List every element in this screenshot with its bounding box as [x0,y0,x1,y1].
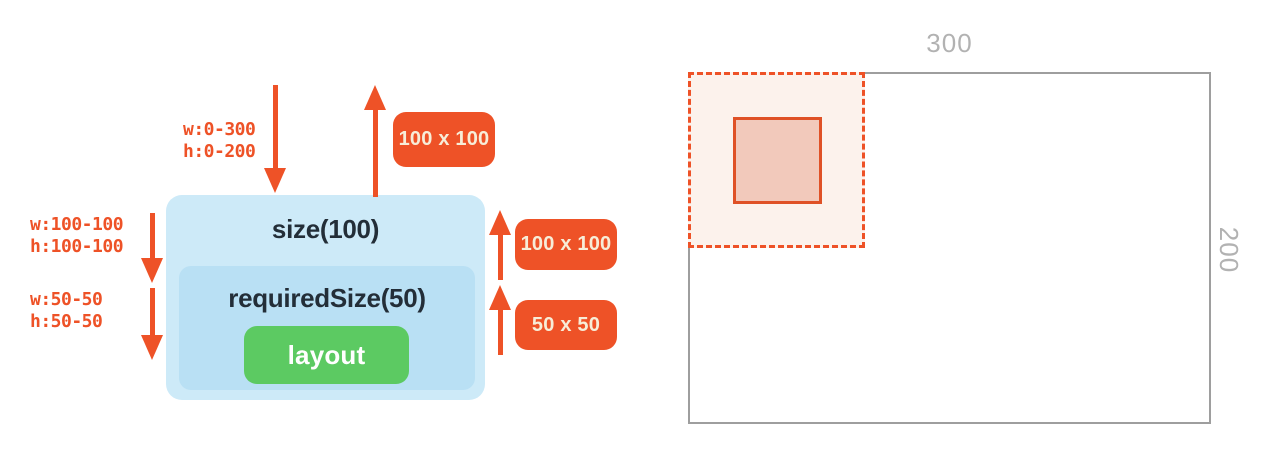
incoming-constraints-height: h:0-200 [183,141,256,162]
arrow-head-up-icon [489,285,511,310]
measured-size-up-arrow-size [489,210,511,280]
arrow-shaft [497,235,503,280]
arrow-shaft [272,85,278,168]
arrow-shaft [372,110,378,197]
result-figure-panel: 300 200 [640,0,1280,462]
measured-size-badge-required: 50 x 50 [515,300,617,350]
required-constraints-width: w:50-50 [30,289,103,310]
arrow-head-down-icon [141,335,163,360]
measured-size-up-arrow-root [364,85,386,197]
incoming-constraints-arrow [264,85,286,193]
size-modifier-label: size(100) [271,214,380,244]
required-size-modifier-label: requiredSize(50) [228,283,426,313]
arrow-shaft [149,213,155,258]
arrow-head-down-icon [264,168,286,193]
layout-node-label: layout [287,339,366,370]
width-dimension-label: 300 [926,28,973,58]
arrow-head-up-icon [364,85,386,110]
measured-content-rect [733,117,822,204]
size-constraints-width: w:100-100 [30,214,124,235]
measured-size-badge-size: 100 x 100 [515,219,617,270]
incoming-constraints-width: w:0-300 [183,119,256,140]
arrow-head-up-icon [489,210,511,235]
layout-node: layout [244,326,409,384]
size-constraints-height: h:100-100 [30,236,124,257]
measured-size-badge-root: 100 x 100 [393,112,495,167]
arrow-head-down-icon [141,258,163,283]
required-constraints-arrow [141,288,163,360]
required-constraints-height: h:50-50 [30,311,103,332]
modifier-chain-panel: size(100) requiredSize(50) layout w:0-30… [30,85,617,400]
height-dimension-label: 200 [1214,226,1244,274]
arrow-shaft [497,310,503,355]
size-constraints-arrow [141,213,163,283]
measured-size-up-arrow-required [489,285,511,355]
arrow-shaft [149,288,155,335]
